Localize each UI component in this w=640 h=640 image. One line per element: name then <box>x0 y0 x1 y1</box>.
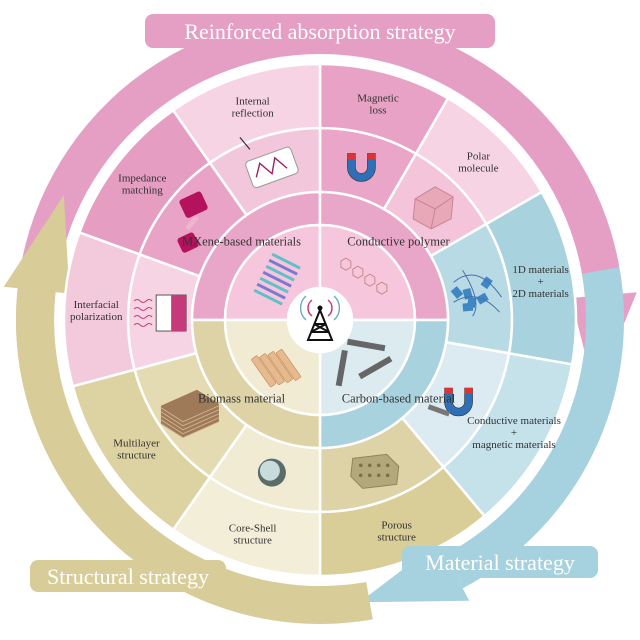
inner-quadrant-mxene-based-materials: MXene-based materials <box>182 190 322 322</box>
sector-label-line: matching <box>122 185 163 197</box>
impedance-blocks-icon <box>177 191 208 253</box>
sector-label: 1D materials+2D materials <box>512 264 569 300</box>
polymer-chain-icon <box>340 257 388 295</box>
sector-label-line: 1D materials <box>512 264 569 276</box>
sector-1d-materials: 1D materials+2D materials <box>429 190 578 366</box>
carbon-nanotube-icon <box>335 338 393 387</box>
sector-label-line: Internal <box>236 95 270 107</box>
sector-label-line: polarization <box>70 311 123 323</box>
inner-label: Biomass material <box>198 391 286 405</box>
sector-label-line: molecule <box>458 163 498 175</box>
sector-label-line: Conductive materials <box>467 415 561 427</box>
arrow-label: Material strategy <box>425 550 575 575</box>
sector-label-line: Multilayer <box>113 437 160 449</box>
cube-icon <box>412 186 454 230</box>
sector-conductive-materials: Conductive materials+magnetic materials <box>400 340 574 518</box>
sector-label-line: Core-Shell <box>229 523 277 535</box>
arrow-label-background <box>145 14 495 48</box>
magnet-conductive-icon <box>427 387 473 417</box>
antenna-tower-icon <box>299 295 341 341</box>
sector-label-line: Impedance <box>118 173 166 185</box>
inner-image-area <box>318 318 417 417</box>
inner-quadrant-biomass-material: Biomass material <box>190 318 322 450</box>
inner-quadrant-carbon-based-material: Carbon-based material <box>318 318 456 450</box>
inner-image-area <box>318 223 417 322</box>
inner-image-area <box>223 223 322 322</box>
inner-label: Carbon-based material <box>342 391 456 405</box>
arrow-head <box>3 195 70 294</box>
wave-reflection-icon <box>239 137 299 189</box>
sector-label-line: structure <box>377 531 416 543</box>
interface-polarization-icon <box>133 294 187 332</box>
arrow-structural <box>3 195 373 624</box>
sector-label-line: + <box>537 276 543 288</box>
sector-label-line: 2D materials <box>512 288 569 300</box>
magnet-icon <box>347 153 376 182</box>
sector-label-line: structure <box>117 449 156 461</box>
fiber-network-icon <box>450 269 502 317</box>
inner-ring: MXene-based materials Conductive polymerC… <box>182 190 456 450</box>
arrow-label-banner-reinforced: Reinforced absorption strategy <box>145 14 495 48</box>
arrow-label-background <box>402 546 598 578</box>
sector-label-line: Magnetic <box>357 93 399 105</box>
arrow-label: Reinforced absorption strategy <box>184 19 455 44</box>
sector-label-line: reflection <box>232 107 275 119</box>
porous-block-icon <box>350 453 400 489</box>
sector-label-band <box>171 62 322 165</box>
sector-label-line: structure <box>233 535 272 547</box>
arrow-label-background <box>30 560 226 592</box>
wood-planks-icon <box>251 349 302 388</box>
arrow-body <box>15 288 373 624</box>
center <box>289 289 351 351</box>
sector-label-line: magnetic materials <box>472 439 555 451</box>
arrow-label: Structural strategy <box>47 564 209 589</box>
sector-label-line: Polar <box>467 151 491 163</box>
multilayer-block-icon <box>160 389 220 439</box>
inner-quadrant-conductive-polymer: Conductive polymer <box>318 190 451 322</box>
sector-label-line: Interfacial <box>74 299 119 311</box>
inner-label: MXene-based materials <box>182 235 301 249</box>
arrow-label-banner-material: Material strategy <box>402 546 598 578</box>
center-circle <box>289 289 351 351</box>
inner-label: Conductive polymer <box>347 235 450 249</box>
sector-label-line: loss <box>369 105 386 117</box>
sector-label: Conductive materials+magnetic materials <box>467 415 561 451</box>
sector-label-line: + <box>511 427 517 439</box>
core-shell-sphere-icon <box>257 458 286 487</box>
sector-label-line: Porous <box>381 519 412 531</box>
arrow-label-banner-structural: Structural strategy <box>30 560 226 592</box>
mxene-layers-icon <box>253 252 301 306</box>
